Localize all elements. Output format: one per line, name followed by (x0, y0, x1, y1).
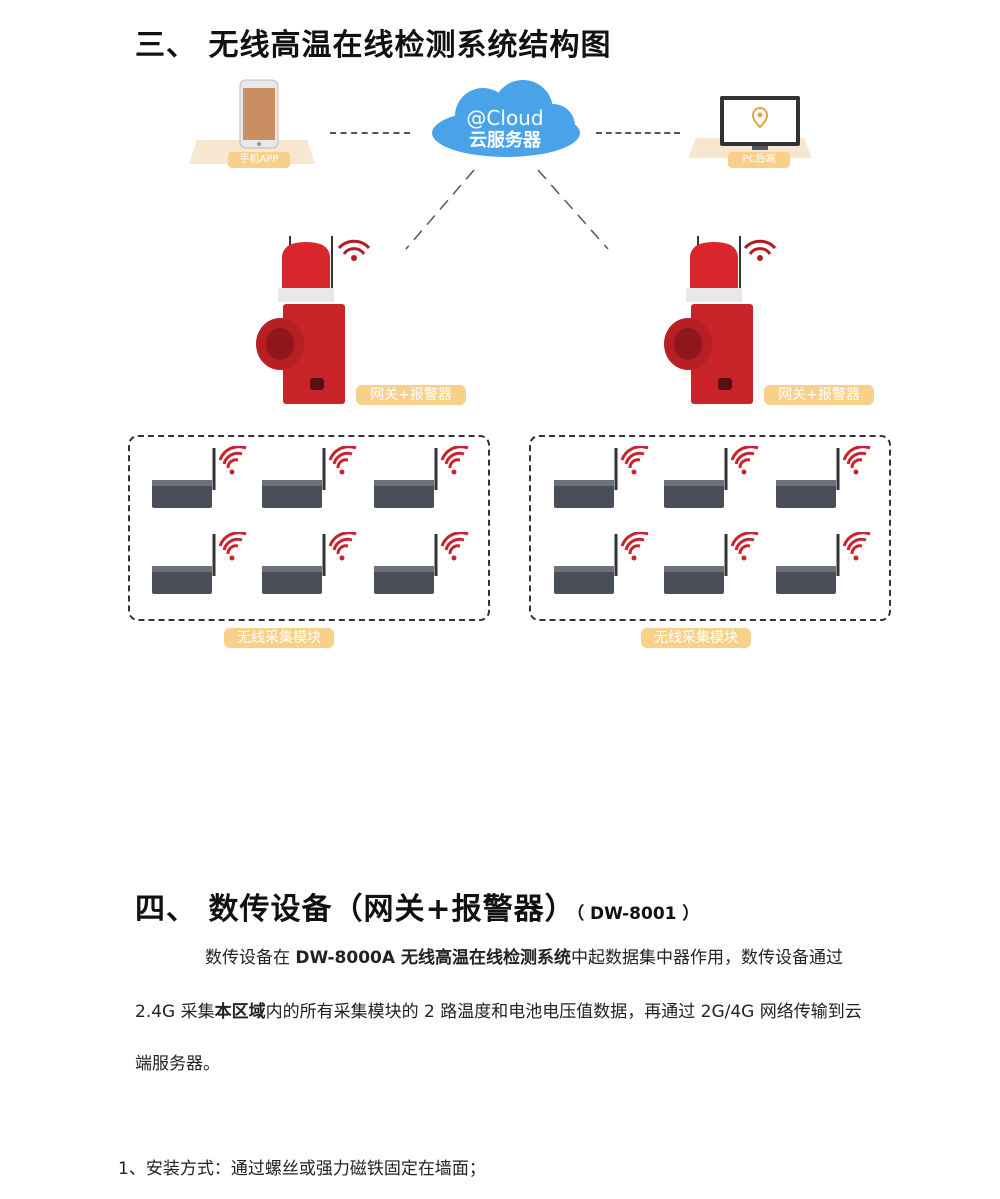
para-text: 数传设备在 (205, 948, 296, 968)
connector-cloud-gateways (405, 169, 609, 250)
wireless-module-icon (374, 446, 469, 508)
gateway-left-label: 网关+报警器 (356, 385, 466, 405)
section-4-title-text: 四、 数传设备（网关+报警器） (135, 892, 576, 927)
install-method: 1、安装方式：通过螺丝或强力磁铁固定在墙面； (118, 1159, 486, 1179)
model-number: （ DW-8001 ） (575, 904, 700, 924)
paragraph-line-2: 2.4G 采集本区域内的所有采集模块的 2 路温度和电池电压值数据，再通过 2G… (135, 997, 885, 1022)
wireless-module-icon (776, 532, 871, 594)
para-bold-text: 本区域 (214, 1002, 266, 1022)
gateway-alarm-left-icon (256, 236, 345, 404)
wireless-module-icon (554, 446, 649, 508)
wireless-module-icon (664, 446, 759, 508)
connector-phone-cloud (330, 132, 410, 134)
module-group-right (529, 435, 891, 621)
wifi-icon (337, 239, 371, 261)
para-text: 内的所有采集模块的 2 路温度和电池电压值数据，再通过 2G/4G 网络传输到云 (265, 1002, 862, 1022)
wireless-module-icon (152, 446, 247, 508)
para-text: 中起数据集中器作用，数传设备通过 (570, 948, 843, 968)
wireless-module-icon (554, 532, 649, 594)
wireless-module-icon (374, 532, 469, 594)
connector-cloud-pc (596, 132, 680, 134)
module-group-right-label: 无线采集模块 (641, 628, 751, 648)
phone-app-illustration (189, 79, 315, 164)
section-3-title: 三、 无线高温在线检测系统结构图 (135, 28, 612, 63)
cloud-icon (432, 80, 580, 157)
pc-label: PC后端 (728, 152, 790, 168)
cloud-label-line1: @Cloud (466, 106, 544, 130)
para-bold-text: DW-8000A 无线高温在线检测系统 (295, 948, 571, 968)
module-group-left (128, 435, 490, 621)
wireless-module-icon (776, 446, 871, 508)
paragraph-line-1: 数传设备在 DW-8000A 无线高温在线检测系统中起数据集中器作用，数传设备通… (135, 943, 885, 968)
wireless-module-icon (262, 532, 357, 594)
section-4-title: 四、 数传设备（网关+报警器）（ DW-8001 ） (135, 884, 699, 928)
phone-app-label: 手机APP (228, 152, 290, 168)
wifi-icon (743, 239, 777, 261)
gateway-alarm-right-icon (664, 236, 753, 404)
wireless-module-icon (262, 446, 357, 508)
para-text: 2.4G 采集 (135, 1002, 215, 1022)
wireless-module-icon (664, 532, 759, 594)
gateway-right-label: 网关+报警器 (764, 385, 874, 405)
cloud-label-line2: 云服务器 (469, 130, 541, 151)
paragraph-line-3: 端服务器。 (135, 1054, 220, 1074)
wireless-module-icon (152, 532, 247, 594)
module-group-left-label: 无线采集模块 (224, 628, 334, 648)
